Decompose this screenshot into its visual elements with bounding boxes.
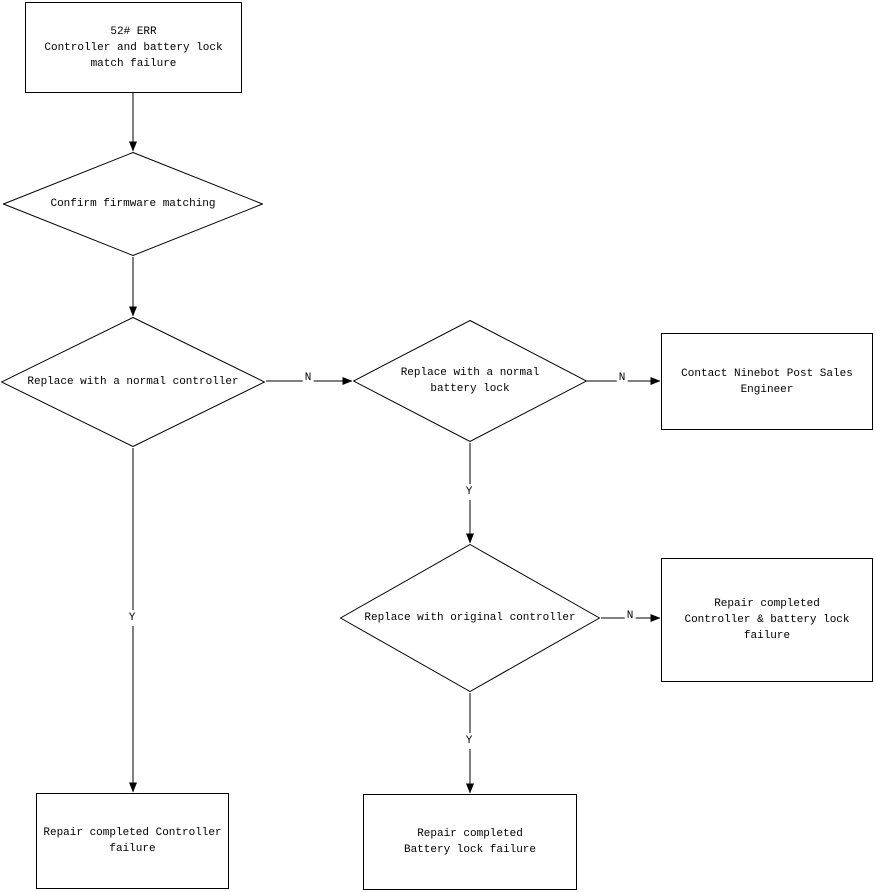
- edge-label-n-original-to-repair-both: N: [624, 608, 636, 624]
- node-error-start-label: 52# ERR Controller and battery lock matc…: [44, 25, 223, 70]
- edge-label-y-controller-to-repair-controller: Y: [126, 610, 138, 626]
- edge-label-n-battery-lock-to-contact: N: [616, 370, 628, 386]
- diamond-shape: [340, 544, 600, 692]
- node-repair-controller-failure: Repair completed Controller failure: [36, 793, 229, 889]
- node-contact-engineer-label: Contact Ninebot Post Sales Engineer: [681, 367, 853, 396]
- node-replace-original-controller-label: Replace with original controller: [364, 612, 576, 624]
- diamond-shape: [1, 317, 265, 447]
- node-confirm-firmware-label: Confirm firmware matching: [50, 198, 216, 210]
- node-error-start: 52# ERR Controller and battery lock matc…: [25, 2, 242, 93]
- edge-label-y-original-to-repair-battery: Y: [463, 733, 475, 749]
- node-repair-battery-failure: Repair completed Battery lock failure: [363, 794, 577, 890]
- node-replace-original-controller: Replace with original controller: [340, 544, 600, 692]
- node-replace-normal-controller-label: Replace with a normal controller: [27, 376, 239, 388]
- node-contact-engineer: Contact Ninebot Post Sales Engineer: [661, 333, 873, 430]
- node-replace-normal-battery-lock-label: Replace with a normal battery lock: [400, 367, 540, 395]
- diamond-shape: [3, 152, 263, 256]
- node-replace-normal-controller: Replace with a normal controller: [1, 317, 265, 447]
- edge-label-y-battery-lock-to-original: Y: [463, 484, 475, 500]
- node-repair-battery-failure-label: Repair completed Battery lock failure: [403, 828, 537, 856]
- node-repair-both-failure: Repair completed Controller & battery lo…: [661, 558, 873, 682]
- node-confirm-firmware: Confirm firmware matching: [3, 152, 263, 256]
- node-replace-normal-battery-lock: Replace with a normal battery lock: [353, 320, 587, 442]
- node-repair-controller-failure-label: Repair completed Controller failure: [43, 827, 222, 855]
- edge-label-n-controller-to-battery-lock: N: [302, 370, 314, 386]
- node-repair-both-failure-label: Repair completed Controller & battery lo…: [684, 598, 850, 642]
- diamond-shape: [353, 320, 587, 442]
